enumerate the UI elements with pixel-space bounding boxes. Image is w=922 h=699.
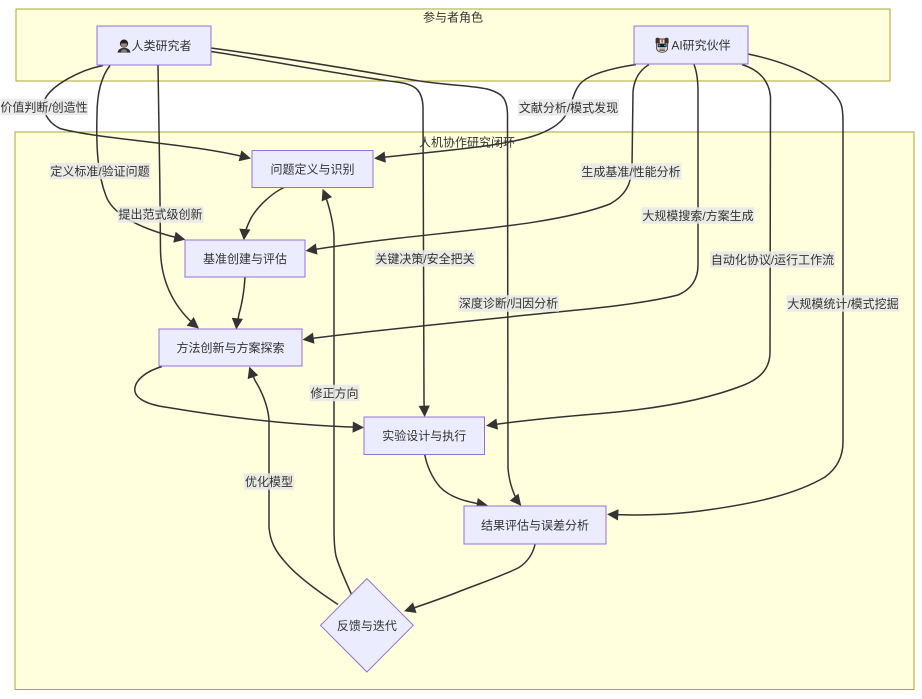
svg-text:人类研究者: 人类研究者 bbox=[131, 38, 191, 53]
svg-text:参与者角色: 参与者角色 bbox=[423, 10, 483, 25]
svg-text:修正方向: 修正方向 bbox=[310, 386, 358, 401]
svg-text:定义标准/验证问题: 定义标准/验证问题 bbox=[50, 164, 149, 179]
svg-text:问题定义与识别: 问题定义与识别 bbox=[270, 162, 354, 177]
svg-text:结果评估与误差分析: 结果评估与误差分析 bbox=[481, 519, 589, 533]
svg-text:人机协作研究闭环: 人机协作研究闭环 bbox=[419, 135, 515, 150]
svg-text:方法创新与方案探索: 方法创新与方案探索 bbox=[176, 340, 284, 355]
svg-text:深度诊断/归因分析: 深度诊断/归因分析 bbox=[459, 296, 558, 311]
svg-text:生成基准/性能分析: 生成基准/性能分析 bbox=[581, 165, 680, 179]
svg-text:实验设计与执行: 实验设计与执行 bbox=[382, 428, 466, 443]
svg-text:自动化协议/运行工作流: 自动化协议/运行工作流 bbox=[711, 252, 834, 267]
svg-text:价值判断/创造性: 价值判断/创造性 bbox=[0, 100, 87, 115]
svg-text:文献分析/模式发现: 文献分析/模式发现 bbox=[519, 100, 618, 115]
svg-text:基准创建与评估: 基准创建与评估 bbox=[203, 252, 287, 266]
svg-text:AI研究伙伴: AI研究伙伴 bbox=[671, 38, 730, 53]
svg-text:反馈与迭代: 反馈与迭代 bbox=[337, 619, 397, 633]
svg-text:关键决策/安全把关: 关键决策/安全把关 bbox=[375, 251, 474, 266]
svg-text:优化模型: 优化模型 bbox=[245, 475, 293, 489]
svg-text:大规模搜索/方案生成: 大规模搜索/方案生成 bbox=[642, 208, 753, 223]
svg-text:大规模统计/模式挖掘: 大规模统计/模式挖掘 bbox=[787, 296, 898, 311]
svg-text:提出范式级创新: 提出范式级创新 bbox=[118, 207, 202, 222]
